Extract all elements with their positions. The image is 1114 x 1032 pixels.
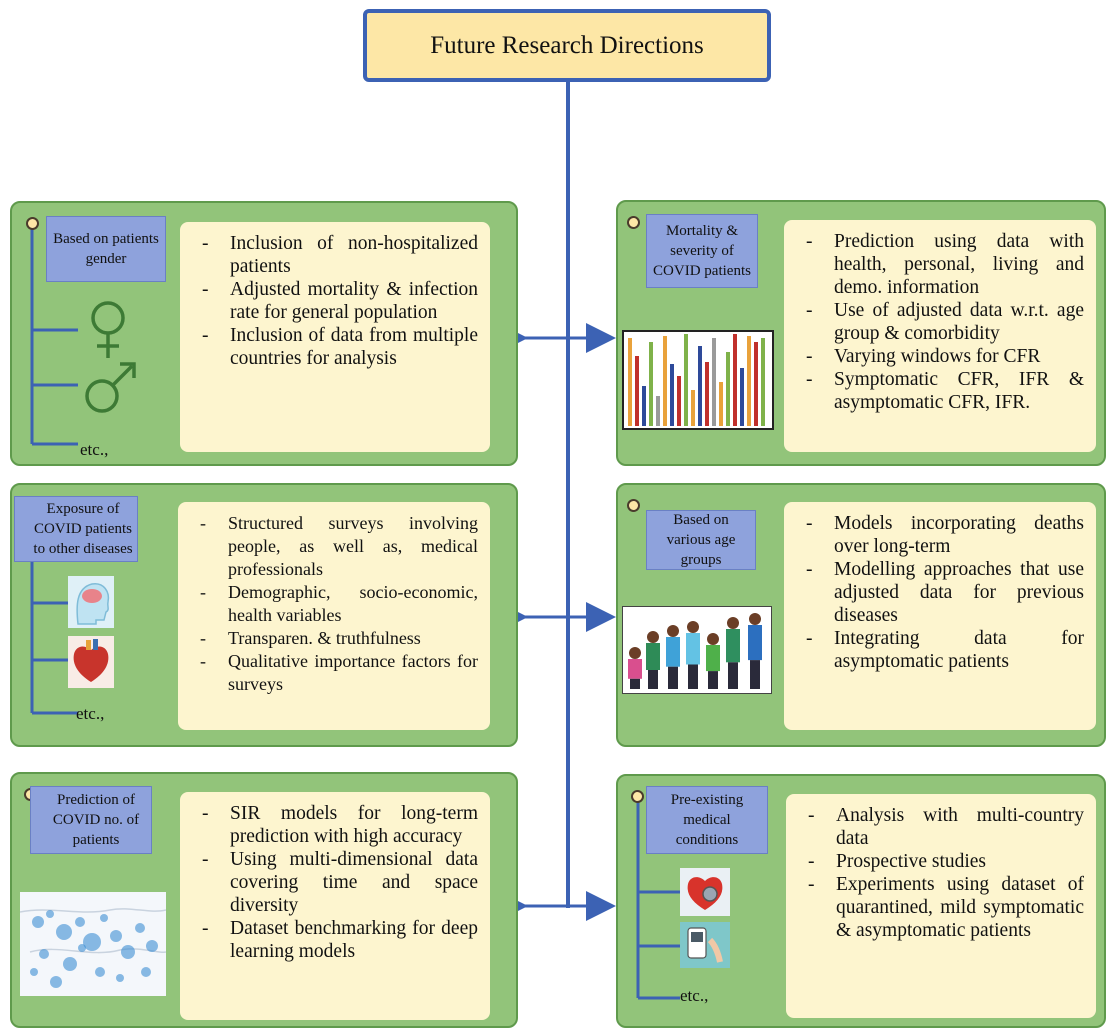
bullet: Models incorporating deaths over long-te… — [800, 512, 1084, 558]
female-symbol-icon — [91, 301, 125, 358]
panel-pre-existing-text: Analysis with multi-country data Prospec… — [786, 794, 1096, 1018]
bullet: Prediction using data with health, perso… — [800, 230, 1084, 299]
panel-pre-existing-bullets: Analysis with multi-country data Prospec… — [802, 804, 1084, 942]
panel-exposure-text: Structured surveys involving people, as … — [178, 502, 490, 730]
glucose-meter-icon — [680, 922, 730, 968]
diagram-title: Future Research Directions — [363, 9, 771, 82]
panel-age-groups-label: Based on various age groups — [646, 510, 756, 570]
panel-gender-text: Inclusion of non-hospitalized patients A… — [180, 222, 490, 452]
panel-prediction-label: Prediction of COVID no. of patients — [30, 786, 152, 854]
male-symbol-icon — [85, 362, 136, 413]
bullet: Dataset benchmarking for deep learning m… — [196, 917, 478, 963]
panel-pre-existing-tree — [636, 798, 680, 1000]
panel-gender-bullets: Inclusion of non-hospitalized patients A… — [196, 232, 478, 370]
bullet: Varying windows for CFR — [800, 345, 1084, 368]
panel-exposure-label: Exposure of COVID patients to other dise… — [14, 496, 138, 562]
panel-pre-existing-etc: etc., — [680, 986, 709, 1005]
brain-head-icon — [68, 576, 114, 628]
age-groups-people-image — [622, 606, 772, 694]
bullet: Integrating data for asymptomatic patien… — [800, 627, 1084, 673]
panel-gender-dot — [26, 217, 39, 230]
panel-mortality-text: Prediction using data with health, perso… — [784, 220, 1096, 452]
heart-stethoscope-icon — [680, 868, 730, 916]
panel-exposure-bullets: Structured surveys involving people, as … — [194, 512, 478, 696]
panel-mortality-dot — [627, 216, 640, 229]
panel-mortality-bullets: Prediction using data with health, perso… — [800, 230, 1084, 414]
bullet: Symptomatic CFR, IFR & asymptomatic CFR,… — [800, 368, 1084, 414]
panel-exposure-etc: etc., — [76, 704, 105, 723]
bullet: Experiments using dataset of quarantined… — [802, 873, 1084, 942]
bullet: Modelling approaches that use adjusted d… — [800, 558, 1084, 627]
heart-organ-icon — [68, 636, 114, 688]
panel-pre-existing-label: Pre-existing medical conditions — [646, 786, 768, 854]
panel-gender-label: Based on patients gender — [46, 216, 166, 282]
bullet: Inclusion of non-hospitalized patients — [196, 232, 478, 278]
bar-chart-image — [622, 330, 774, 430]
panel-prediction-bullets: SIR models for long-term prediction with… — [196, 802, 478, 963]
bullet: SIR models for long-term prediction with… — [196, 802, 478, 848]
bullet: Demographic, socio-economic, health vari… — [194, 581, 478, 627]
panel-gender-etc: etc., — [80, 440, 109, 459]
panel-prediction-text: SIR models for long-term prediction with… — [180, 792, 490, 1020]
panel-age-groups-bullets: Models incorporating deaths over long-te… — [800, 512, 1084, 673]
bullet: Qualitative importance factors for surve… — [194, 650, 478, 696]
panel-gender-tree — [30, 222, 78, 446]
world-map-image — [20, 892, 166, 996]
panel-mortality-label: Mortality & severity of COVID patients — [646, 214, 758, 288]
bullet: Use of adjusted data w.r.t. age group & … — [800, 299, 1084, 345]
panel-pre-existing-dot — [631, 790, 644, 803]
bullet: Structured surveys involving people, as … — [194, 512, 478, 581]
panel-age-groups-text: Models incorporating deaths over long-te… — [784, 502, 1096, 730]
bullet: Inclusion of data from multiple countrie… — [196, 324, 478, 370]
bullet: Transparen. & truthfulness — [194, 627, 478, 650]
bullet: Analysis with multi-country data — [802, 804, 1084, 850]
bullet: Using multi-dimensional data covering ti… — [196, 848, 478, 917]
panel-age-groups-dot — [627, 499, 640, 512]
bullet: Adjusted mortality & infection rate for … — [196, 278, 478, 324]
bullet: Prospective studies — [802, 850, 1084, 873]
